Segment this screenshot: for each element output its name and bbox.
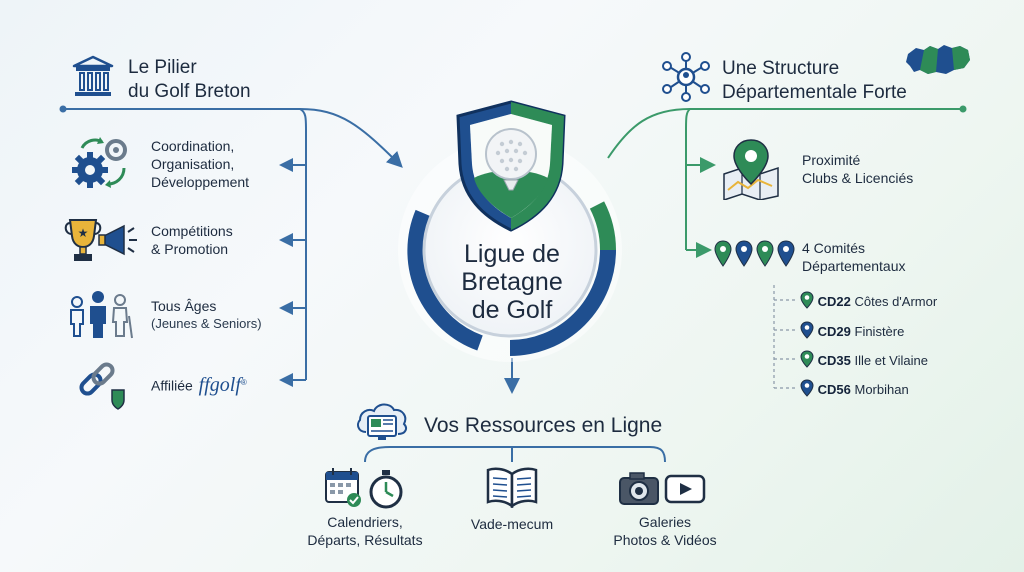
golf-shield-logo bbox=[452, 98, 570, 234]
center-ring bbox=[385, 135, 635, 365]
resource-vademecum: Vade-mecum bbox=[470, 516, 554, 532]
pillar-item-coordination: Coordination, Organisation, Développemen… bbox=[151, 138, 250, 190]
center-title-line3: de Golf bbox=[471, 296, 553, 324]
resource-calendars: Calendriers, Départs, Résultats bbox=[307, 514, 423, 548]
open-book-icon bbox=[486, 466, 538, 509]
ffgolf-logo: ffgolf bbox=[198, 373, 241, 396]
resource-galleries: Galeries Photos & Vidéos bbox=[613, 514, 717, 548]
trophy-megaphone-icon: ★ bbox=[64, 214, 140, 266]
pillar-item-competitions: Compétitions & Promotion bbox=[151, 223, 233, 257]
committees-text: 4 Comités Départementaux bbox=[802, 240, 906, 274]
pillar-icon bbox=[70, 54, 116, 98]
svg-text:★: ★ bbox=[78, 226, 89, 240]
structure-title-line2: Départementale Forte bbox=[722, 82, 907, 103]
pin-icon bbox=[800, 291, 814, 309]
four-pins-icon bbox=[713, 240, 797, 268]
pillar-item-affiliation: Affiliée ffgolf® bbox=[151, 373, 247, 396]
structure-title-line1: Une Structure bbox=[722, 58, 840, 79]
map-pin-icon bbox=[718, 138, 784, 202]
pillar-item-ages: Tous Âges (Jeunes & Seniors) bbox=[151, 298, 262, 331]
structure-title: Une Structure Départementale Forte bbox=[722, 57, 962, 105]
department-cd29: CD29 Finistère bbox=[800, 321, 904, 341]
resources-title: Vos Ressources en Ligne bbox=[424, 414, 663, 437]
department-cd56: CD56 Morbihan bbox=[800, 379, 909, 399]
pin-icon bbox=[800, 321, 814, 339]
center-title: Ligue de Bretagne de Golf bbox=[412, 240, 612, 330]
brittany-map-icon bbox=[904, 40, 974, 80]
link-shield-icon bbox=[74, 360, 130, 412]
department-cd22: CD22 Côtes d'Armor bbox=[800, 291, 937, 311]
cloud-monitor-icon bbox=[354, 398, 410, 444]
pin-icon bbox=[800, 379, 814, 397]
pillar-title: Le Pilier du Golf Breton bbox=[128, 56, 318, 104]
center-title-line2: Bretagne bbox=[461, 268, 563, 296]
camera-video-icon bbox=[618, 470, 708, 506]
pillar-title-line2: du Golf Breton bbox=[128, 81, 251, 102]
center-title-line1: Ligue de bbox=[464, 240, 560, 268]
calendar-stopwatch-icon bbox=[324, 466, 406, 510]
network-icon bbox=[660, 52, 712, 102]
people-icon bbox=[66, 288, 136, 340]
department-cd35: CD35 Ille et Vilaine bbox=[800, 350, 928, 370]
pillar-title-line1: Le Pilier bbox=[128, 57, 197, 78]
pin-icon bbox=[800, 350, 814, 368]
proximity-text: Proximité Clubs & Licenciés bbox=[802, 152, 914, 186]
gears-icon bbox=[68, 132, 134, 192]
